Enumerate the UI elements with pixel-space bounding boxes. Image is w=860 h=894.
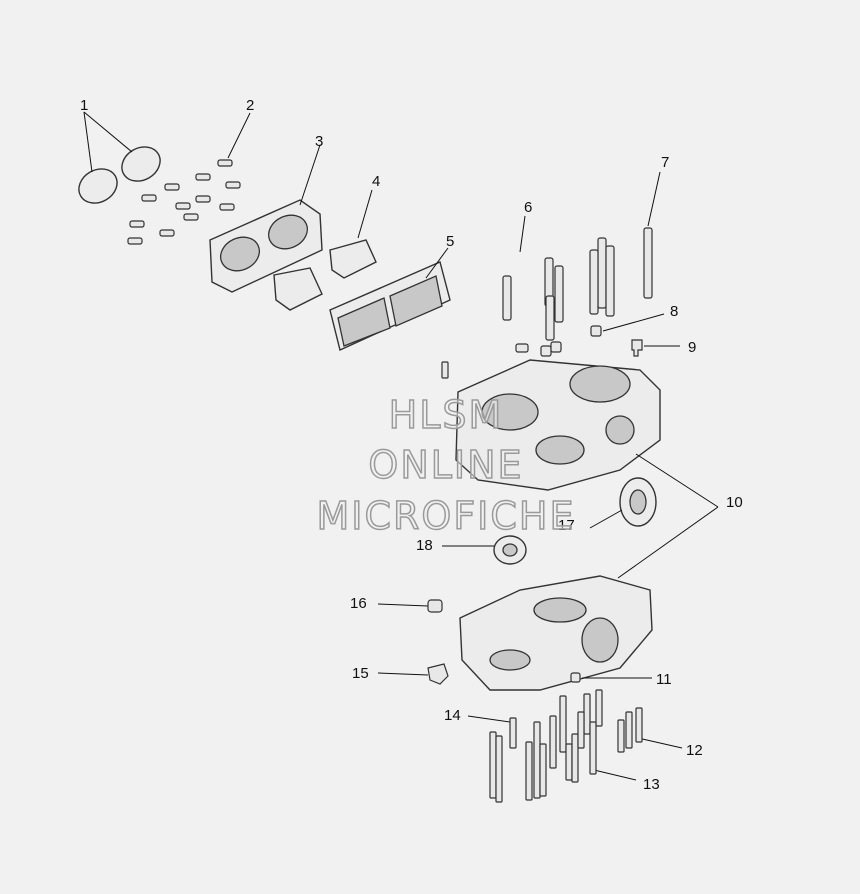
watermark-line-1: HLSM — [389, 393, 504, 437]
callout-14: 14 — [444, 707, 461, 724]
part-12-case-bolts[interactable] — [583, 689, 683, 753]
part-9-fitting[interactable] — [631, 339, 680, 357]
lower-crankcase[interactable] — [459, 506, 719, 691]
callout-6: 6 — [524, 199, 532, 216]
callout-17: 17 — [558, 517, 575, 534]
part-6-studs[interactable] — [502, 215, 564, 341]
part-2-bolts[interactable] — [127, 112, 251, 245]
callout-8: 8 — [670, 303, 678, 320]
part-11-plug[interactable] — [570, 672, 652, 683]
callout-18: 18 — [416, 537, 433, 554]
callout-15: 15 — [352, 665, 369, 682]
part-10-upper-crankcase[interactable] — [455, 359, 719, 508]
part-4-reed-petals[interactable] — [273, 189, 377, 311]
watermark-line-3: MICROFICHE — [316, 494, 575, 538]
part-18-seal[interactable] — [442, 535, 527, 565]
callout-5: 5 — [446, 233, 454, 250]
part-3-intake-adapter[interactable] — [209, 144, 323, 293]
part-15-sensor[interactable] — [377, 663, 449, 685]
sensor-screw[interactable] — [441, 343, 529, 379]
part-8-bushings[interactable] — [540, 313, 665, 357]
callout-2: 2 — [246, 97, 254, 114]
callout-9: 9 — [688, 339, 696, 356]
callout-13: 13 — [643, 776, 660, 793]
callout-labels: 1 2 3 4 5 6 7 8 9 10 11 12 13 14 15 16 1… — [80, 97, 743, 793]
part-17-crank-seal[interactable] — [589, 477, 657, 529]
part-14-bolts[interactable] — [467, 715, 517, 749]
watermark: HLSM ONLINE MICROFICHE — [316, 392, 575, 539]
callout-4: 4 — [372, 173, 380, 190]
callout-12: 12 — [686, 742, 703, 759]
watermark-line-2: ONLINE — [368, 443, 523, 487]
part-13-case-bolts[interactable] — [489, 695, 637, 803]
callout-7: 7 — [661, 154, 669, 171]
part-7-long-studs[interactable] — [589, 171, 661, 317]
callout-10: 10 — [726, 494, 743, 511]
part-5-reed-valve[interactable] — [329, 247, 451, 351]
callout-3: 3 — [315, 133, 323, 150]
callout-16: 16 — [350, 595, 367, 612]
part-1-clamps[interactable] — [73, 111, 167, 210]
part-16-drain-bolt[interactable] — [377, 599, 443, 613]
callout-1: 1 — [80, 97, 88, 114]
callout-11: 11 — [656, 671, 672, 688]
